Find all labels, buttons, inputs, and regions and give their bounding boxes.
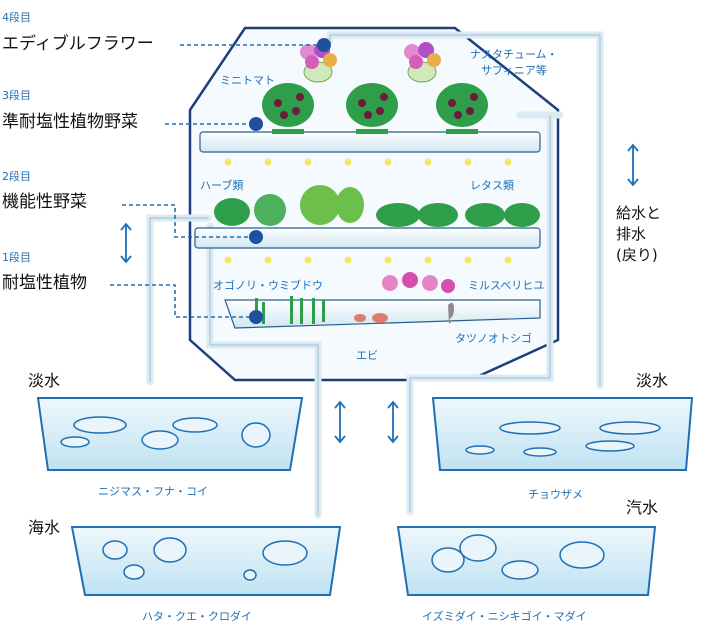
shrimp-label: エビ — [356, 349, 378, 362]
herbs-label: ハーブ類 — [200, 179, 244, 192]
brackish-label: 汽水 — [626, 498, 659, 517]
leader-dots — [249, 38, 331, 324]
freshwater-right-fish: チョウザメ — [528, 488, 583, 501]
leader-lines — [110, 44, 324, 318]
seawater-fish: ハタ・クエ・クロダイ — [142, 610, 252, 623]
freshwater-left-label: 淡水 — [28, 371, 61, 390]
pond-seawater — [70, 526, 342, 596]
pond-freshwater-left — [36, 397, 304, 471]
shelf-tier2 — [194, 227, 541, 249]
grow-lights — [224, 158, 512, 264]
tier4-number: 4段目 — [2, 11, 31, 24]
shelf-tier3 — [199, 131, 541, 153]
pond-freshwater-right — [431, 397, 694, 471]
tier2-number: 2段目 — [2, 170, 31, 183]
edible-flower-pot-1 — [300, 42, 337, 83]
tier2-name: 機能性野菜 — [2, 192, 87, 212]
nasturtium-label: ナスタチューム・ サフィニア等 — [470, 48, 558, 77]
lettuce-plants — [376, 203, 540, 227]
tier3-name: 準耐塩性植物野菜 — [2, 112, 138, 132]
seahorse-icon — [448, 302, 454, 324]
supply-drain-label: 給水と 排水 (戻り) — [616, 204, 662, 264]
lettuce-label: レタス類 — [470, 179, 514, 192]
tier1-name: 耐塩性植物 — [2, 273, 87, 293]
sea-purslane-label: ミルスベリヒユ — [468, 279, 545, 292]
tier4-name: エディブルフラワー — [2, 34, 154, 54]
seahorse-label: タツノオトシゴ — [455, 332, 532, 345]
tier3-number: 3段目 — [2, 89, 31, 102]
tier1-number: 1段目 — [2, 251, 31, 264]
freshwater-right-label: 淡水 — [636, 371, 669, 390]
seaweed-label: オゴノリ・ウミブドウ — [213, 279, 323, 292]
sea-purslane-plants — [382, 272, 455, 293]
freshwater-left-fish: ニジマス・フナ・コイ — [98, 485, 208, 498]
shrimp-icon — [354, 313, 388, 323]
tomato-plants — [262, 83, 488, 134]
edible-flower-pot-2 — [404, 42, 441, 83]
flow-arrows — [120, 143, 639, 444]
mini-tomato-label: ミニトマト — [220, 74, 275, 87]
pond-brackish — [396, 526, 657, 596]
brackish-fish: イズミダイ・ニシキゴイ・マダイ — [422, 610, 587, 623]
herb-plants — [214, 185, 364, 226]
seawater-label: 海水 — [28, 518, 61, 537]
